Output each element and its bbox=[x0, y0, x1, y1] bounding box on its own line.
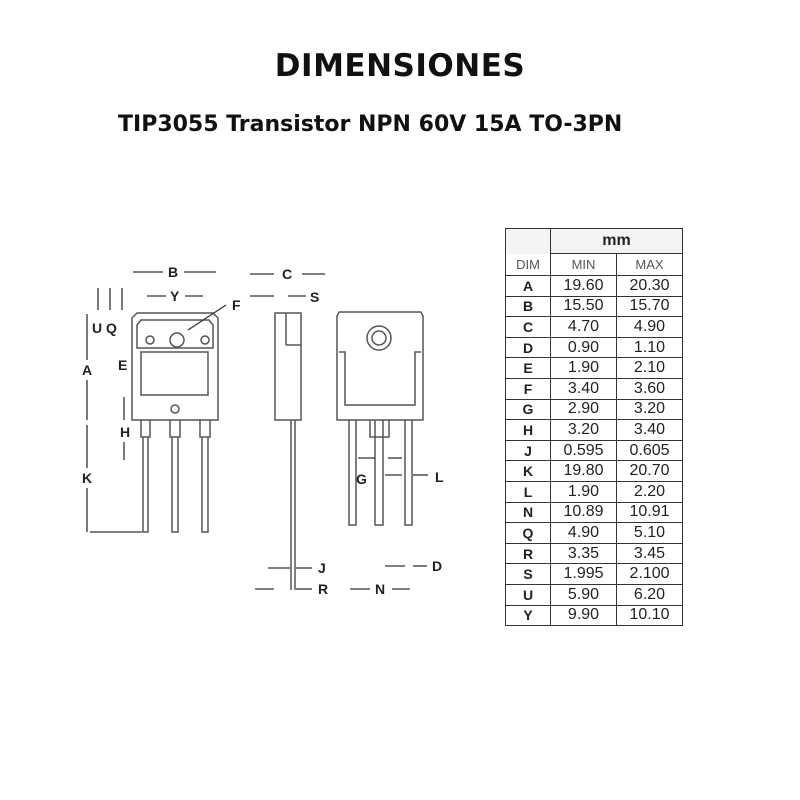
cell-max: 2.20 bbox=[616, 480, 683, 503]
cell-dim: L bbox=[505, 480, 551, 503]
cell-max: 20.70 bbox=[616, 460, 683, 482]
cell-min: 19.80 bbox=[550, 460, 617, 482]
cell-dim: Q bbox=[505, 522, 551, 544]
page-title: DIMENSIONES bbox=[274, 48, 526, 84]
label-k: K bbox=[82, 470, 92, 486]
cell-dim: B bbox=[505, 295, 551, 318]
cell-min: 3.35 bbox=[550, 542, 617, 565]
cell-dim: N bbox=[505, 501, 551, 524]
cell-max: 10.91 bbox=[616, 501, 683, 524]
col-header-max: MAX bbox=[616, 253, 683, 276]
cell-max: 3.40 bbox=[616, 419, 683, 441]
cell-max: 3.45 bbox=[616, 542, 683, 565]
cell-min: 15.50 bbox=[550, 295, 617, 318]
product-subtitle: TIP3055 Transistor NPN 60V 15A TO-3PN bbox=[118, 112, 623, 137]
cell-min: 3.20 bbox=[550, 419, 617, 441]
cell-min: 3.40 bbox=[550, 377, 617, 400]
label-r: R bbox=[318, 581, 328, 597]
label-b: B bbox=[168, 264, 178, 280]
cell-max: 2.100 bbox=[616, 563, 683, 585]
label-a: A bbox=[82, 362, 92, 378]
cell-max: 6.20 bbox=[616, 583, 683, 606]
cell-min: 0.90 bbox=[550, 336, 617, 359]
cell-min: 4.90 bbox=[550, 522, 617, 544]
unit-header: mm bbox=[550, 228, 683, 254]
front-view-body bbox=[131, 312, 219, 421]
cell-min: 5.90 bbox=[550, 583, 617, 606]
cell-dim: S bbox=[505, 563, 551, 585]
cell-max: 10.10 bbox=[616, 604, 683, 627]
label-d: D bbox=[432, 558, 442, 574]
cell-max: 15.70 bbox=[616, 295, 683, 318]
label-h: H bbox=[120, 424, 130, 440]
cell-dim: D bbox=[505, 336, 551, 359]
label-n: N bbox=[375, 581, 385, 597]
label-s: S bbox=[310, 289, 319, 305]
cell-max: 3.60 bbox=[616, 377, 683, 400]
cell-max: 2.10 bbox=[616, 357, 683, 379]
label-e: E bbox=[118, 357, 127, 373]
cell-max: 1.10 bbox=[616, 336, 683, 359]
cell-max: 5.10 bbox=[616, 522, 683, 544]
cell-min: 1.90 bbox=[550, 357, 617, 379]
cell-min: 9.90 bbox=[550, 604, 617, 627]
cell-min: 19.60 bbox=[550, 275, 617, 297]
label-l: L bbox=[435, 469, 444, 485]
cell-dim: E bbox=[505, 357, 551, 379]
cell-dim: G bbox=[505, 398, 551, 421]
label-q: Q bbox=[106, 320, 117, 336]
side-view-body bbox=[274, 312, 302, 421]
cell-dim: R bbox=[505, 542, 551, 565]
col-header-min: MIN bbox=[550, 253, 617, 276]
cell-min: 1.995 bbox=[550, 563, 617, 585]
cell-max: 3.20 bbox=[616, 398, 683, 421]
label-u: U bbox=[92, 320, 102, 336]
col-header-dim: DIM bbox=[505, 253, 551, 276]
cell-dim: Y bbox=[505, 604, 551, 627]
cell-max: 0.605 bbox=[616, 439, 683, 462]
cell-min: 10.89 bbox=[550, 501, 617, 524]
cell-min: 0.595 bbox=[550, 439, 617, 462]
label-f: F bbox=[232, 297, 241, 313]
cell-max: 4.90 bbox=[616, 316, 683, 338]
label-g: G bbox=[356, 471, 367, 487]
label-c: C bbox=[282, 266, 292, 282]
cell-dim: J bbox=[505, 439, 551, 462]
cell-dim: K bbox=[505, 460, 551, 482]
cell-dim: H bbox=[505, 419, 551, 441]
cell-min: 1.90 bbox=[550, 480, 617, 503]
label-j: J bbox=[318, 560, 326, 576]
cell-dim: F bbox=[505, 377, 551, 400]
cell-min: 2.90 bbox=[550, 398, 617, 421]
back-view-body bbox=[336, 311, 424, 421]
cell-dim: U bbox=[505, 583, 551, 606]
label-y: Y bbox=[170, 288, 180, 304]
front-view-window bbox=[140, 351, 209, 396]
cell-dim: A bbox=[505, 275, 551, 297]
cell-dim: C bbox=[505, 316, 551, 338]
front-view-tab bbox=[136, 319, 214, 349]
cell-min: 4.70 bbox=[550, 316, 617, 338]
cell-max: 20.30 bbox=[616, 275, 683, 297]
